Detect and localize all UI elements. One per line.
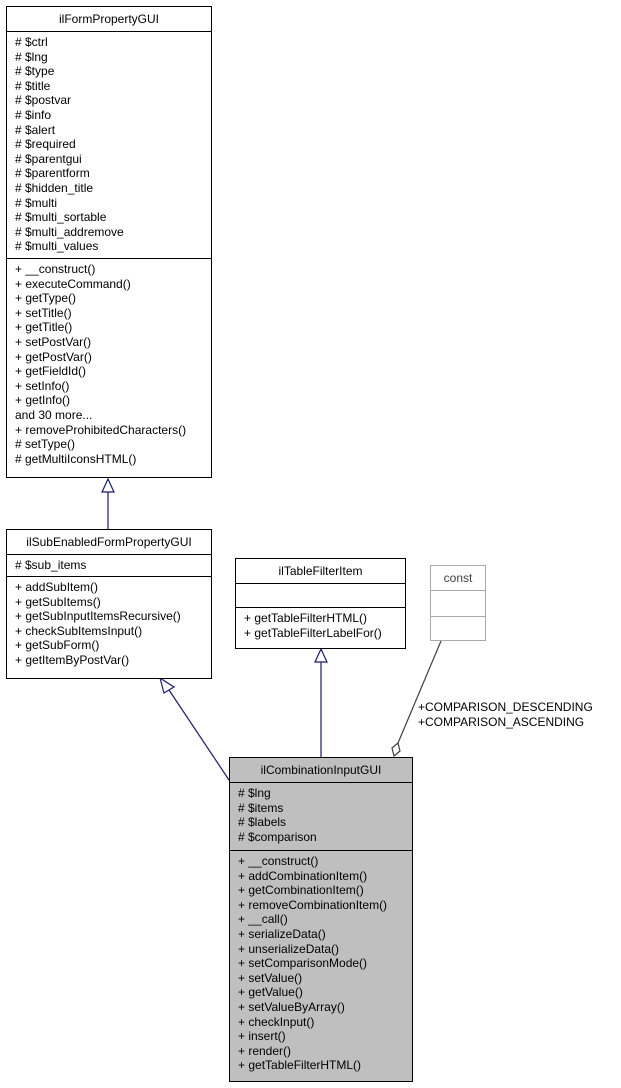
class-name: ilTableFilterItem: [236, 559, 405, 584]
attribute: # $ctrl: [15, 35, 48, 49]
method: + setValue(): [238, 970, 303, 985]
methods-section: + addSubItem() + getSubItems() + getSubI…: [7, 577, 211, 671]
method: + serializeData(): [238, 926, 326, 941]
attributes-section: # $lng # $items # $labels # $comparison: [230, 783, 412, 851]
method: + __construct(): [238, 854, 319, 868]
attribute: # $items: [238, 800, 284, 815]
relation-label-line: +COMPARISON_ASCENDING: [418, 714, 585, 729]
attribute: # $comparison: [238, 829, 317, 844]
method: + setPostVar(): [15, 334, 92, 349]
class-box-iltablefilteritem: ilTableFilterItem + getTableFilterHTML()…: [235, 558, 406, 649]
method: + getSubForm(): [15, 638, 100, 653]
class-name: const: [431, 566, 485, 591]
relation-label-line: +COMPARISON_DESCENDING: [418, 700, 593, 714]
method: + unserializeData(): [238, 941, 340, 956]
method: + removeProhibitedCharacters(): [15, 422, 187, 437]
method: + executeCommand(): [15, 276, 131, 291]
attribute: # $parentform: [15, 166, 90, 181]
attribute: # $sub_items: [15, 558, 87, 572]
attribute: # $alert: [15, 122, 56, 137]
edge-combination-to-subenabled: [168, 689, 230, 781]
method: + getType(): [15, 291, 77, 306]
inheritance-arrowhead: [159, 676, 176, 694]
class-name: ilCombinationInputGUI: [230, 758, 412, 783]
method: + getSubItems(): [15, 594, 101, 609]
class-box-ilformpropertygui: ilFormPropertyGUI # $ctrl # $lng # $type…: [6, 6, 212, 478]
method: + setInfo(): [15, 378, 70, 393]
attribute: # $parentgui: [15, 151, 82, 166]
attribute: # $title: [15, 78, 51, 93]
method: and 30 more...: [15, 407, 93, 422]
method: + getCombinationItem(): [238, 883, 364, 898]
method: + checkInput(): [238, 1014, 315, 1029]
method: + getTableFilterHTML(): [238, 1058, 362, 1073]
method: # setType(): [15, 437, 76, 452]
attribute: # $postvar: [15, 93, 72, 108]
method: + getSubInputItemsRecursive(): [15, 609, 181, 624]
methods-section: + __construct() + addCombinationItem() +…: [230, 851, 412, 1076]
method: + render(): [238, 1043, 292, 1058]
relation-label: +COMPARISON_DESCENDING +COMPARISON_ASCEN…: [418, 700, 593, 729]
method: + getValue(): [238, 985, 303, 1000]
method: + getPostVar(): [15, 349, 92, 364]
methods-section: + getTableFilterHTML() + getTableFilterL…: [236, 608, 405, 643]
method: + setTitle(): [15, 305, 72, 320]
inheritance-arrowhead: [101, 477, 115, 493]
method: + getTitle(): [15, 320, 73, 335]
attributes-section: # $ctrl # $lng # $type # $title # $postv…: [7, 32, 211, 259]
inheritance-arrowhead: [314, 647, 328, 663]
attribute: # $multi: [15, 195, 58, 210]
method: # getMultiIconsHTML(): [15, 451, 137, 466]
attributes-section: # $sub_items: [7, 555, 211, 577]
method: + checkSubItemsInput(): [15, 623, 143, 638]
method: + getInfo(): [15, 393, 71, 408]
class-box-ilsubenabledformpropertygui: ilSubEnabledFormPropertyGUI # $sub_items…: [6, 529, 212, 679]
method: + getTableFilterLabelFor(): [244, 625, 382, 640]
attribute: # $multi_addremove: [15, 224, 124, 239]
method: + getTableFilterHTML(): [244, 611, 368, 625]
attribute: # $labels: [238, 815, 287, 830]
attribute: # $multi_values: [15, 239, 99, 254]
methods-section: + __construct() + executeCommand() + get…: [7, 259, 211, 469]
attributes-section: [236, 584, 405, 608]
method: + getItemByPostVar(): [15, 652, 130, 667]
methods-section: [431, 617, 485, 641]
attribute: # $info: [15, 107, 52, 122]
method: + __call(): [238, 912, 288, 927]
method: + addSubItem(): [15, 580, 99, 594]
method: + insert(): [238, 1029, 286, 1044]
class-box-const: const: [430, 565, 486, 641]
attribute: # $hidden_title: [15, 180, 94, 195]
method: + addCombinationItem(): [238, 868, 368, 883]
method: + setValueByArray(): [238, 999, 345, 1014]
class-name: ilSubEnabledFormPropertyGUI: [7, 530, 211, 555]
method: + __construct(): [15, 262, 96, 276]
attribute: # $required: [15, 137, 76, 152]
class-box-ilcombinationinputgui: ilCombinationInputGUI # $lng # $items # …: [229, 757, 413, 1082]
attribute: # $lng: [238, 786, 271, 800]
method: + removeCombinationItem(): [238, 897, 388, 912]
edge-const-to-combination: [397, 640, 442, 744]
attribute: # $multi_sortable: [15, 210, 107, 225]
attribute: # $lng: [15, 49, 48, 64]
class-name: ilFormPropertyGUI: [7, 7, 211, 32]
method: + setComparisonMode(): [238, 956, 368, 971]
method: + getFieldId(): [15, 364, 87, 379]
attributes-section: [431, 591, 485, 617]
attribute: # $type: [15, 64, 55, 79]
aggregation-diamond: [391, 741, 401, 758]
